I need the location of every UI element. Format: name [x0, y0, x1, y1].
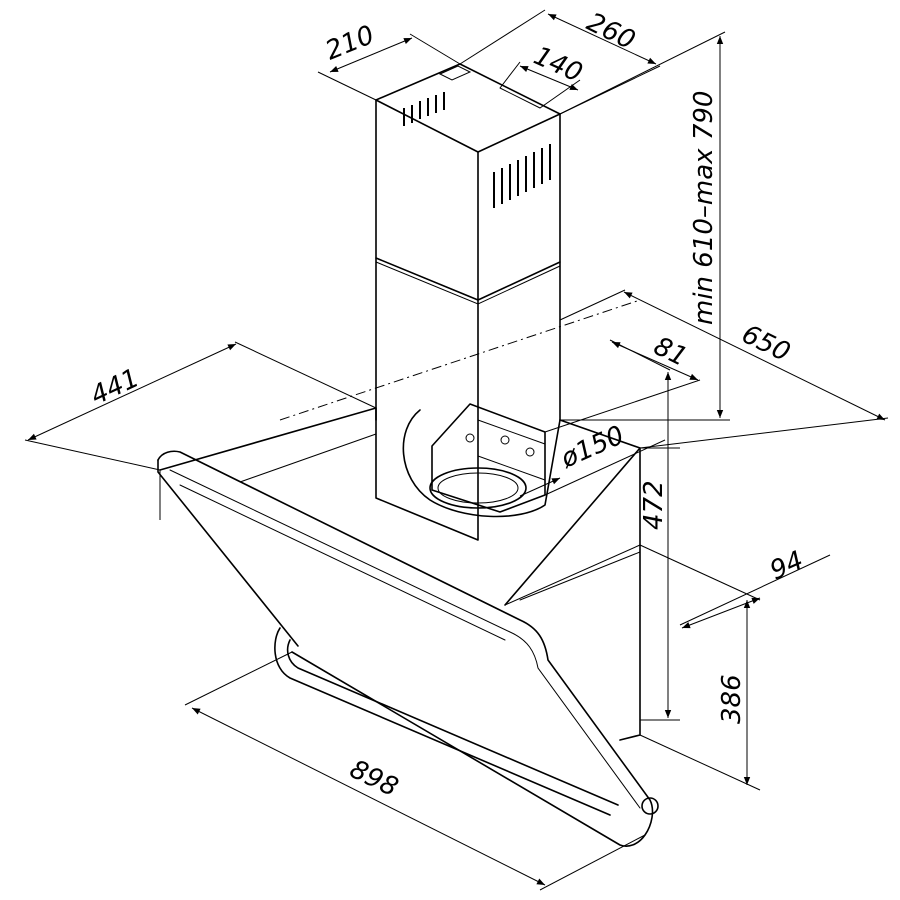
dim-386: 386 — [717, 674, 747, 724]
dim-94: 94 — [766, 546, 808, 587]
outlet-detail — [402, 403, 561, 518]
glass-front-panel — [157, 450, 659, 847]
dim-chimney-height: min 610–max 790 — [689, 91, 719, 325]
chimney — [375, 63, 561, 541]
dim-898: 898 — [345, 754, 403, 803]
dim-472: 472 — [639, 480, 669, 530]
dimension-labels: 210 260 140 min 610–max 790 650 441 81 ø… — [86, 7, 808, 803]
dim-81: 81 — [649, 331, 692, 372]
dim-260: 260 — [582, 7, 640, 56]
chimney-vent-front — [493, 144, 551, 208]
chimney-vent-left — [403, 92, 445, 126]
dim-650: 650 — [737, 319, 795, 368]
dim-441: 441 — [86, 363, 144, 411]
dim-150: ø150 — [556, 420, 629, 474]
dim-210: 210 — [321, 20, 378, 66]
dimension-lines — [24, 9, 889, 891]
